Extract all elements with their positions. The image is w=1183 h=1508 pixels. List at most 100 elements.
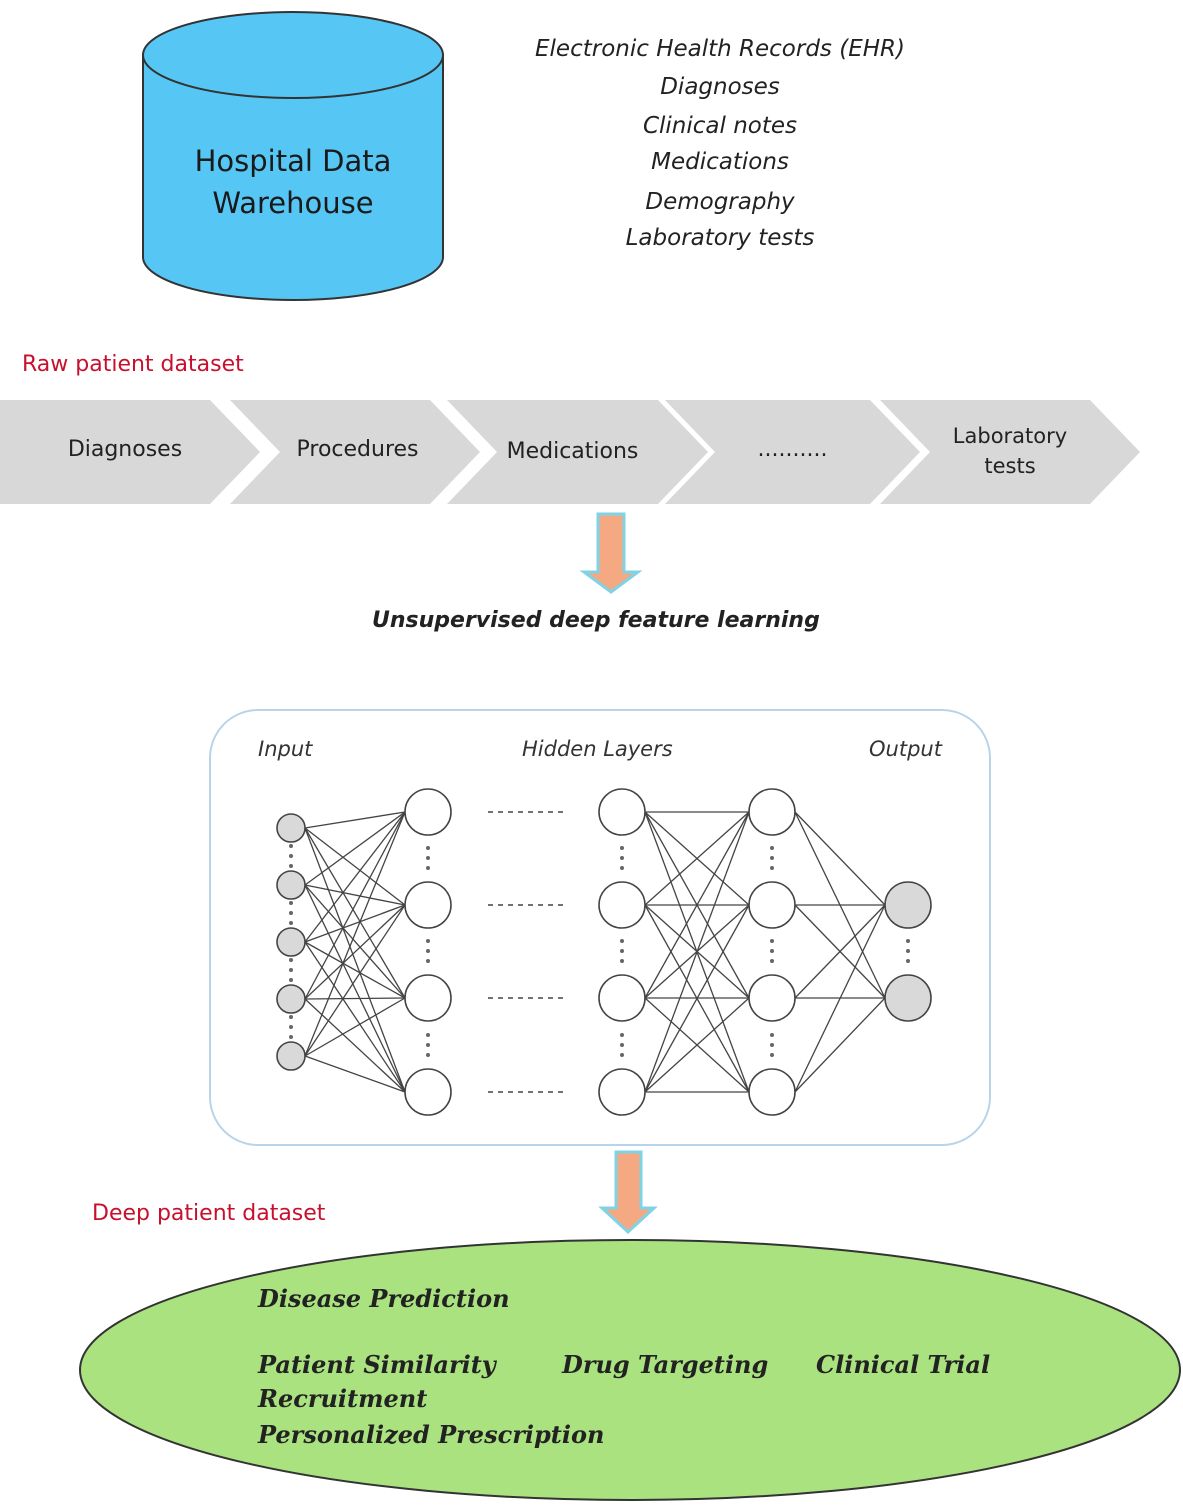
ehr-item-demography: Demography [645,189,795,215]
ellipsis-dot [289,958,293,962]
ellipsis-dot [620,1043,624,1047]
ehr-item-medications: Medications [651,149,789,175]
hidden-node [404,788,452,836]
ellipsis-dot [289,1035,293,1039]
chevron-label-ellipsis: .......... [757,437,828,462]
network-edge [304,884,406,906]
chevron-label-laboratory: Laboratory [952,424,1068,448]
input-node [276,927,306,957]
network-edge [304,811,406,829]
ellipsis-dot [770,1033,774,1037]
ellipsis-dot [770,856,774,860]
ehr-title: Electronic Health Records (EHR) [535,36,905,62]
ellipsis-dot [289,1025,293,1029]
ehr-item-diagnoses: Diagnoses [660,74,780,100]
chevron-diagnoses [0,400,260,504]
network-dots [289,844,910,1057]
input-node [276,870,306,900]
ellipsis-dot [770,1053,774,1057]
network-edge [794,904,886,999]
network-dashed-arrows [488,811,565,1093]
network-edge [794,904,886,1093]
ellipsis-dot [289,911,293,915]
ellipsis-dot [426,1033,430,1037]
hidden-node [748,974,796,1022]
network-edge [304,827,406,999]
ellipsis-dot [770,939,774,943]
hidden-node [748,788,796,836]
ellipsis-dot [289,844,293,848]
feature-learning-caption: Unsupervised deep feature learning [372,608,820,633]
network-edge [644,811,750,906]
ellipsis-dot [289,864,293,868]
down-arrow-1 [579,512,643,594]
chevron-lab-tests [880,400,1140,504]
network-hidden-label: Hidden Layers [522,737,673,761]
ellipsis-dot [426,1043,430,1047]
ellipsis-dot [620,949,624,953]
network-edge [304,997,406,1000]
network-edge [304,811,406,943]
input-node [276,984,306,1014]
ellipsis-dot [906,959,910,963]
ellipsis-dot [770,866,774,870]
chevron-ellipsis [665,400,920,504]
network-edge [644,904,750,1093]
app-patient-similarity: Patient Similarity [258,1350,496,1379]
network-edge [304,827,406,906]
network-edge [304,904,406,1000]
network-edge [304,1055,406,1093]
hidden-node [598,881,646,929]
ellipsis-dot [289,921,293,925]
ellipsis-dot [620,1033,624,1037]
input-node [276,1041,306,1071]
output-node [884,881,932,929]
ellipsis-dot [289,901,293,905]
network-edge [304,941,406,999]
ellipsis-dot [426,856,430,860]
ellipsis-dot [620,846,624,850]
ellipsis-dot [289,978,293,982]
ellipsis-dot [620,939,624,943]
ellipsis-dot [426,949,430,953]
ehr-item-lab-tests: Laboratory tests [625,225,815,251]
ellipsis-dot [620,866,624,870]
chevron-label-diagnoses: Diagnoses [67,437,183,462]
ellipsis-dot [426,959,430,963]
network-output-label: Output [869,737,942,761]
chevron-label-medications: Medications [506,439,639,464]
app-personalized-prescription: Personalized Prescription [258,1420,605,1449]
hidden-node [748,1068,796,1116]
ellipsis-dot [620,1053,624,1057]
network-edge [304,997,406,1057]
ellipsis-dot [289,1015,293,1019]
ellipsis-dot [906,949,910,953]
ehr-item-clinical-notes: Clinical notes [642,113,798,139]
down-arrow-2 [598,1150,658,1235]
applications-ellipse [79,1239,1181,1501]
app-drug-targeting: Drug Targeting [562,1350,769,1379]
app-recruitment: Recruitment [258,1384,428,1413]
ellipsis-dot [426,939,430,943]
chevron-label-procedures: Procedures [296,437,419,462]
network-nodes [276,788,932,1116]
network-edge [644,811,750,1093]
network-edge [304,827,406,1093]
network-edge [794,811,886,906]
chevron-medications [447,400,708,504]
warehouse-line2: Warehouse [212,186,374,220]
network-edge [304,811,406,1000]
hidden-node [598,788,646,836]
network-edge [644,811,750,999]
hidden-node [404,1068,452,1116]
network-edge [304,811,406,886]
hidden-node [404,881,452,929]
hidden-node [748,881,796,929]
warehouse-cylinder [142,11,444,301]
warehouse-line1: Hospital Data [194,144,392,178]
chevron-label-tests: tests [984,454,1036,478]
hidden-node [598,1068,646,1116]
ellipsis-dot [770,949,774,953]
input-node [276,813,306,843]
